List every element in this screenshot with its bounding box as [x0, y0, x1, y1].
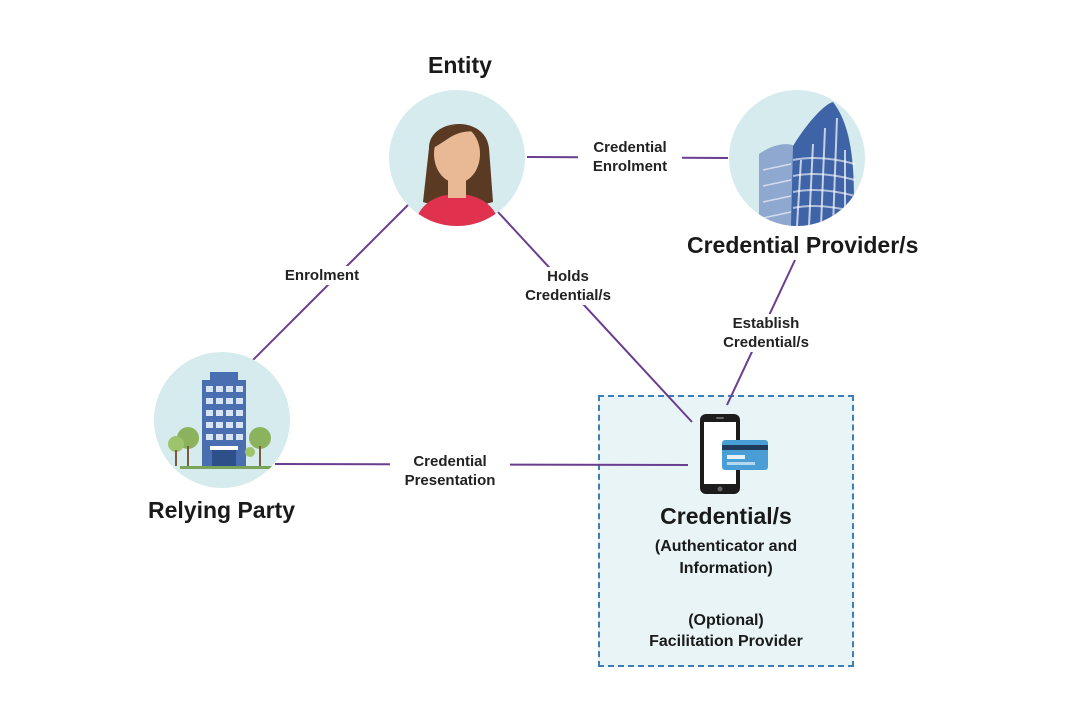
edge-label-line: Credential	[413, 453, 487, 470]
edge-label-establish-credential: Establish Credential/s	[712, 314, 820, 352]
credential-provider-title: Credential Provider/s	[687, 232, 919, 258]
facilitation-line1: (Optional)	[688, 612, 764, 629]
edge-label-line: Establish	[732, 315, 800, 332]
entity-circle	[389, 90, 525, 226]
credential-subtitle-line1: (Authenticator and	[654, 538, 798, 555]
relying-party-title: Relying Party	[148, 497, 295, 523]
credential-provider-circle	[729, 90, 865, 226]
edge-label-holds-credential: Holds Credential/s	[512, 267, 624, 305]
person-icon	[415, 123, 499, 226]
phone-card-icon	[700, 414, 768, 494]
edge-label-line: Presentation	[404, 472, 496, 489]
edge-label-line: Enrolment	[284, 267, 360, 284]
line-entity-credential	[497, 211, 693, 423]
facilitation-line2: Facilitation Provider	[649, 633, 803, 650]
edge-label-credential-presentation: Credential Presentation	[390, 452, 510, 490]
relying-party-circle	[154, 352, 290, 488]
edge-label-line: Credential/s	[723, 334, 809, 351]
edge-label-line: Credential	[593, 139, 667, 156]
skyscraper-icon	[759, 102, 856, 226]
credential-title: Credential/s	[660, 503, 792, 529]
credential-subtitle-line2: Information)	[679, 560, 773, 577]
edge-label-line: Holds	[547, 268, 589, 285]
edge-label-enrolment: Enrolment	[276, 266, 368, 285]
edge-label-line: Credential/s	[525, 287, 611, 304]
edge-label-credential-enrolment: Credential Enrolment	[578, 138, 682, 176]
entity-title: Entity	[428, 52, 492, 78]
edge-label-line: Enrolment	[592, 158, 668, 175]
office-building-icon	[168, 372, 272, 469]
